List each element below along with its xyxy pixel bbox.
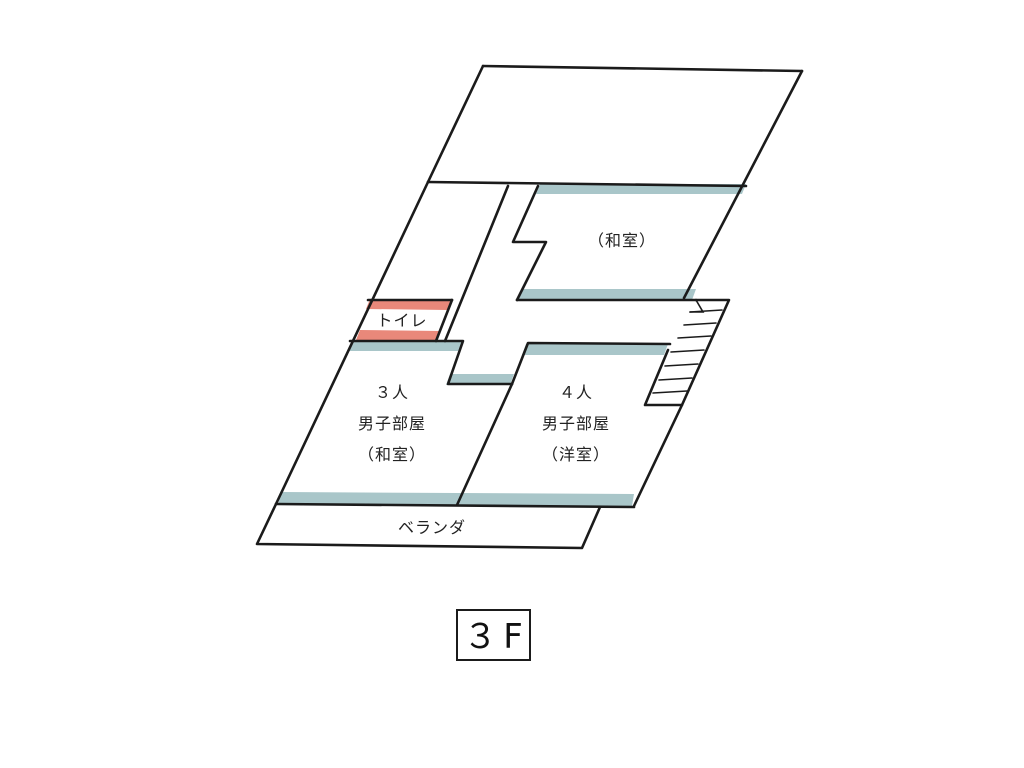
- floor-label-box: ３F: [456, 609, 531, 661]
- label-toilet: トイレ: [376, 311, 427, 330]
- label-room3-line1: ３人: [375, 383, 409, 402]
- wall-veranda-outer: [255, 502, 602, 550]
- wall-right-lower: [632, 403, 684, 508]
- window-top-room-lower: [518, 289, 696, 300]
- window-room4-upper: [522, 344, 668, 355]
- wall-room-divider: [455, 382, 514, 507]
- wall-room3-top: [348, 339, 514, 386]
- toilet-strip-upper: [366, 299, 451, 310]
- toilet-strip-lower: [356, 330, 441, 341]
- label-veranda: ベランダ: [398, 518, 466, 537]
- label-room4-line2: 男子部屋: [542, 414, 610, 433]
- stair-tread: [670, 349, 705, 353]
- wall-corridor-left: [443, 184, 510, 343]
- wall-corridor-right-upper: [511, 184, 548, 302]
- wall-room4-top: [510, 341, 672, 386]
- stair-tread: [683, 322, 717, 326]
- stair-tread: [664, 363, 699, 367]
- window-corridor-notch: [446, 374, 514, 385]
- wall-veranda-top: [274, 502, 636, 509]
- label-washitsu-top: （和室）: [588, 231, 656, 250]
- wall-left-outer: [274, 180, 430, 506]
- toilet-strips: [356, 299, 451, 341]
- wall-top-edge: [481, 64, 804, 73]
- room-labels: （和室） トイレ ３人 男子部屋 （和室） ４人 男子部屋 （洋室） ベランダ: [358, 231, 656, 537]
- stair-tread: [677, 335, 712, 339]
- label-room4-line3: （洋室）: [542, 445, 610, 464]
- stair-landing-curve: [689, 299, 705, 313]
- wall-top-room-divider: [426, 180, 748, 188]
- walls: [255, 64, 804, 550]
- stair-tread: [652, 390, 688, 394]
- wall-toilet-right: [434, 298, 454, 343]
- window-room3-upper: [348, 342, 462, 351]
- floor-label-frame: [456, 609, 531, 661]
- wall-left-upper: [426, 64, 485, 184]
- window-strips: [278, 184, 746, 506]
- label-room4-line1: ４人: [559, 383, 593, 402]
- window-balcony-side: [278, 492, 634, 506]
- label-room3-line3: （和室）: [358, 445, 426, 464]
- wall-right-outer: [682, 69, 804, 300]
- floor-label-text: ３F: [463, 617, 529, 657]
- stair-tread: [658, 377, 693, 381]
- stair-treads: [652, 299, 723, 394]
- label-room3-line2: 男子部屋: [358, 414, 426, 433]
